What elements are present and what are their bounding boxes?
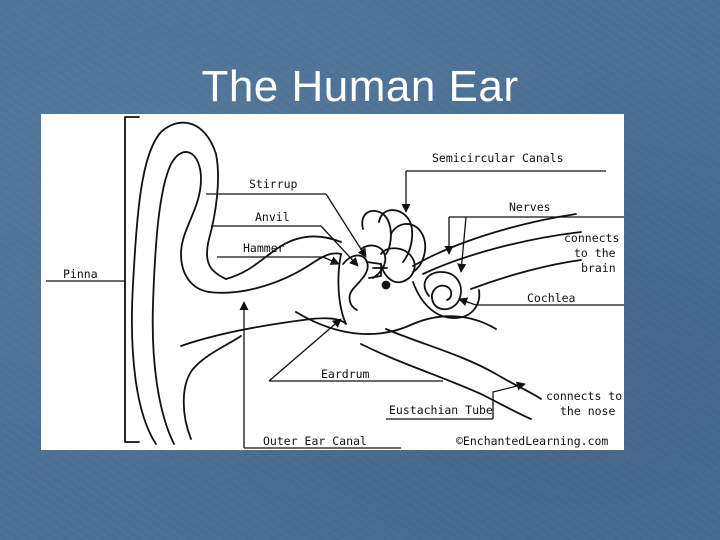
slide-title: The Human Ear: [0, 62, 720, 112]
cochlea-spiral: [425, 272, 461, 309]
label-eardrum: Eardrum: [321, 367, 370, 381]
label-connects-brain-1: connects: [564, 231, 619, 245]
ear-canal-lower: [181, 318, 346, 346]
nerve-1: [413, 214, 576, 266]
nerve-3: [471, 260, 581, 289]
label-semicircular-canals: Semicircular Canals: [432, 151, 564, 165]
credit-text: ©EnchantedLearning.com: [456, 434, 608, 448]
label-connects-brain-2: to the: [574, 246, 616, 260]
ear-diagram: Semicircular Canals Stirrup Nerves Anvil…: [41, 114, 624, 450]
eustachian-tube-shape: [386, 329, 541, 399]
pinna-inner-fold: [153, 152, 209, 444]
nerve-2: [423, 232, 581, 274]
eardrum-shape: [338, 254, 346, 324]
oval-window: [383, 282, 390, 289]
label-cochlea: Cochlea: [527, 291, 575, 305]
label-nerves: Nerves: [509, 200, 551, 214]
label-connects-brain-3: brain: [581, 261, 616, 275]
label-connects-nose-2: the nose: [560, 404, 615, 418]
label-eustachian-tube: Eustachian Tube: [389, 403, 493, 417]
semicircular-canal-1: [362, 211, 391, 254]
label-stirrup: Stirrup: [249, 177, 298, 191]
label-hammer: Hammer: [243, 241, 285, 255]
label-connects-nose-1: connects to: [546, 389, 622, 403]
pinna-outline: [132, 123, 226, 444]
label-outer-ear-canal: Outer Ear Canal: [263, 434, 367, 448]
label-pinna: Pinna: [63, 267, 98, 281]
ear-canal-upper: [209, 253, 341, 292]
label-anvil: Anvil: [255, 210, 290, 224]
pinna-helix: [184, 336, 241, 439]
